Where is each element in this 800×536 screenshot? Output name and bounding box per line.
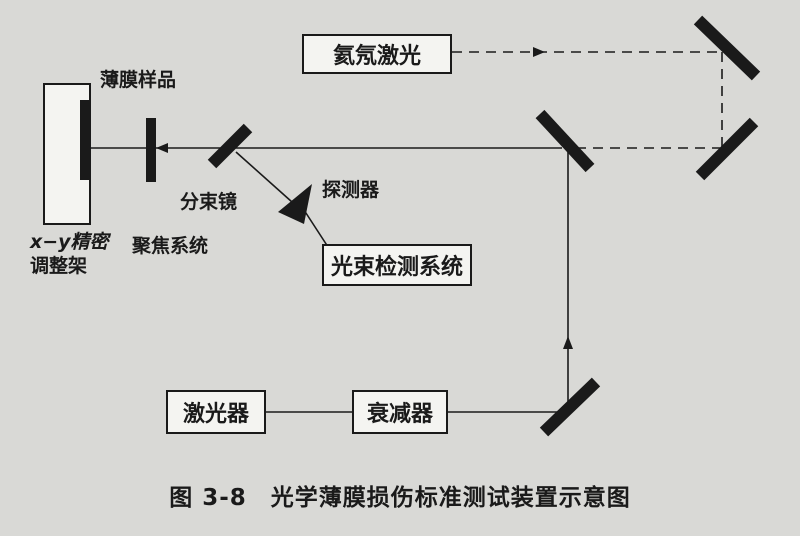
mirror-middle [535,109,595,173]
beam-splitter-label: 分束镜 [180,191,238,213]
beam-splitter-mirror [207,123,253,169]
beam-arrow-left [156,143,168,153]
he-ne-laser-box: 氦氖激光 [302,34,452,74]
detector-triangle [278,184,312,224]
laser-box: 激光器 [166,390,266,434]
figure-caption: 图 3-8 光学薄膜损伤标准测试装置示意图 [0,478,800,512]
splitter-to-detector-line [235,151,293,203]
mirror-upper-right [693,15,761,81]
beam-arrow-up [563,336,573,349]
focusing-system-label: 聚焦系统 [132,235,209,257]
figure-number: 图 3-8 [169,485,247,511]
beam-detection-system-box: 光束检测系统 [322,244,472,286]
xy-stage-label-line1: x−y精密 [30,231,109,253]
detector-label: 探测器 [322,179,380,201]
film-sample-bar [80,100,89,180]
he-ne-arrow [533,47,545,57]
mirror-bottom [539,377,601,437]
focusing-lens-bar [146,118,156,182]
figure-title: 光学薄膜损伤标准测试装置示意图 [270,485,631,511]
xy-stage-label-line2: 调整架 [30,255,88,277]
detector-to-detection-line [303,209,331,251]
film-sample-label: 薄膜样品 [100,69,177,91]
attenuator-box: 衰减器 [352,390,448,434]
mirror-right-lower [695,117,759,181]
